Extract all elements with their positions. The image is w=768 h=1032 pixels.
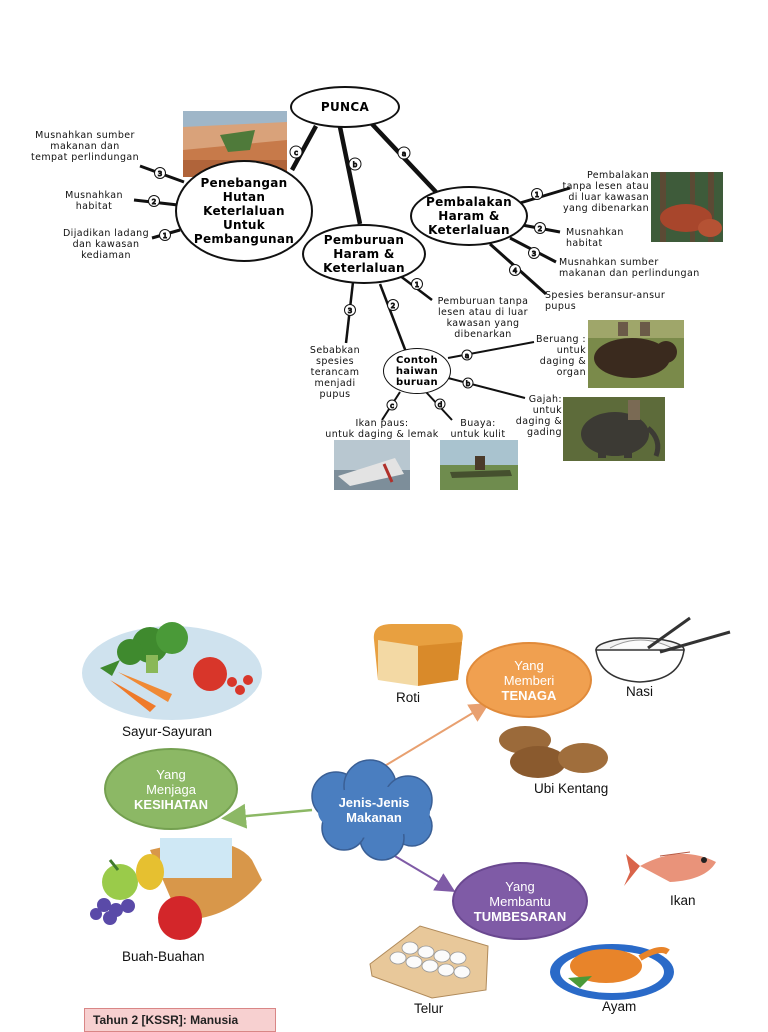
elephant-photo (563, 397, 665, 461)
label-ubi-kentang: Ubi Kentang (534, 781, 609, 796)
pembalakan-item-4: Spesies beransur-ansur pupus (545, 290, 666, 312)
svg-text:2: 2 (391, 302, 395, 310)
pembalakan-item-2: Musnahkan habitat (566, 227, 624, 249)
bubble-tenaga-text: Yang Memberi (503, 657, 555, 688)
label-ayam: Ayam (602, 999, 637, 1014)
pemburuan-item-1: Pemburuan tanpa lesen atau di luar kawas… (437, 296, 529, 340)
bear-photo (588, 320, 684, 388)
fruits-illustration (90, 838, 262, 940)
svg-text:d: d (438, 401, 442, 409)
example-gajah: Gajah: untuk daging & gading (515, 394, 562, 438)
bubble-tenaga-bold: TENAGA (501, 687, 557, 703)
svg-text:4: 4 (513, 267, 518, 275)
rice-bowl-illustration (595, 616, 731, 683)
fish-illustration (624, 851, 716, 886)
bubble-kesihatan-bold: KESIHATAN (134, 796, 208, 812)
svg-text:c: c (390, 402, 394, 410)
bubble-kesihatan-text: Yang Menjaga (146, 766, 196, 797)
svg-text:a: a (465, 352, 469, 360)
crocodile-photo (440, 440, 518, 490)
label-buah-buahan: Buah-Buahan (122, 949, 205, 964)
example-buaya: Buaya: untuk kulit (450, 418, 506, 440)
svg-text:1: 1 (415, 281, 419, 289)
label-telur: Telur (414, 1001, 444, 1016)
svg-text:3: 3 (532, 250, 536, 258)
node-penebangan: Penebangan Hutan Keterlaluan Untuk Pemba… (175, 160, 313, 262)
marker-b: b (353, 161, 358, 169)
svg-text:3: 3 (348, 307, 352, 315)
label-nasi: Nasi (626, 684, 654, 699)
example-beruang: Beruang : untuk daging & organ (536, 334, 586, 378)
center-label: Jenis-Jenis Makanan (338, 795, 410, 825)
caption-box: Tahun 2 [KSSR]: Manusia (84, 1008, 276, 1032)
chicken-illustration (550, 944, 674, 1000)
pembalakan-item-3: Musnahkan sumber makanan dan perlindunga… (559, 257, 700, 279)
bubble-tumbesaran-text: Yang Membantu (489, 878, 551, 909)
node-contoh-haiwan: Contoh haiwan buruan (383, 348, 451, 394)
logging-photo (651, 172, 723, 242)
penebangan-item-2: Musnahkan habitat (65, 190, 123, 212)
marker-c: c (294, 149, 298, 157)
svg-text:2: 2 (538, 225, 542, 233)
svg-text:1: 1 (535, 191, 539, 199)
penebangan-item-1: Dijadikan ladang dan kawasan kediaman (62, 228, 150, 261)
node-pembalakan: Pembalakan Haram & Keterlaluan (410, 186, 528, 246)
vegetables-illustration (82, 622, 262, 720)
bubble-tumbesaran-bold: TUMBESARAN (473, 908, 567, 924)
node-pemburuan: Pemburuan Haram & Keterlaluan (302, 224, 426, 284)
pemburuan-item-3: Sebabkan spesies terancam menjadi pupus (309, 345, 361, 400)
whale-photo (334, 440, 410, 490)
svg-text:3: 3 (158, 170, 162, 178)
eggs-illustration (369, 925, 489, 999)
svg-text:2: 2 (152, 198, 156, 206)
bread-illustration (373, 624, 463, 686)
root-node-punca: PUNCA (290, 86, 400, 128)
svg-text:1: 1 (163, 232, 167, 240)
example-ikan-paus: Ikan paus: untuk daging & lemak (325, 418, 439, 440)
label-roti: Roti (396, 690, 421, 705)
svg-text:b: b (466, 380, 471, 388)
pembalakan-item-1: Pembalakan tanpa lesen atau di luar kawa… (562, 170, 649, 214)
label-ikan: Ikan (670, 893, 696, 908)
potatoes-illustration (499, 726, 608, 778)
penebangan-item-3: Musnahkan sumber makanan dan tempat perl… (30, 130, 140, 163)
marker-a: a (402, 150, 406, 158)
label-sayur-sayuran: Sayur-Sayuran (122, 724, 213, 739)
